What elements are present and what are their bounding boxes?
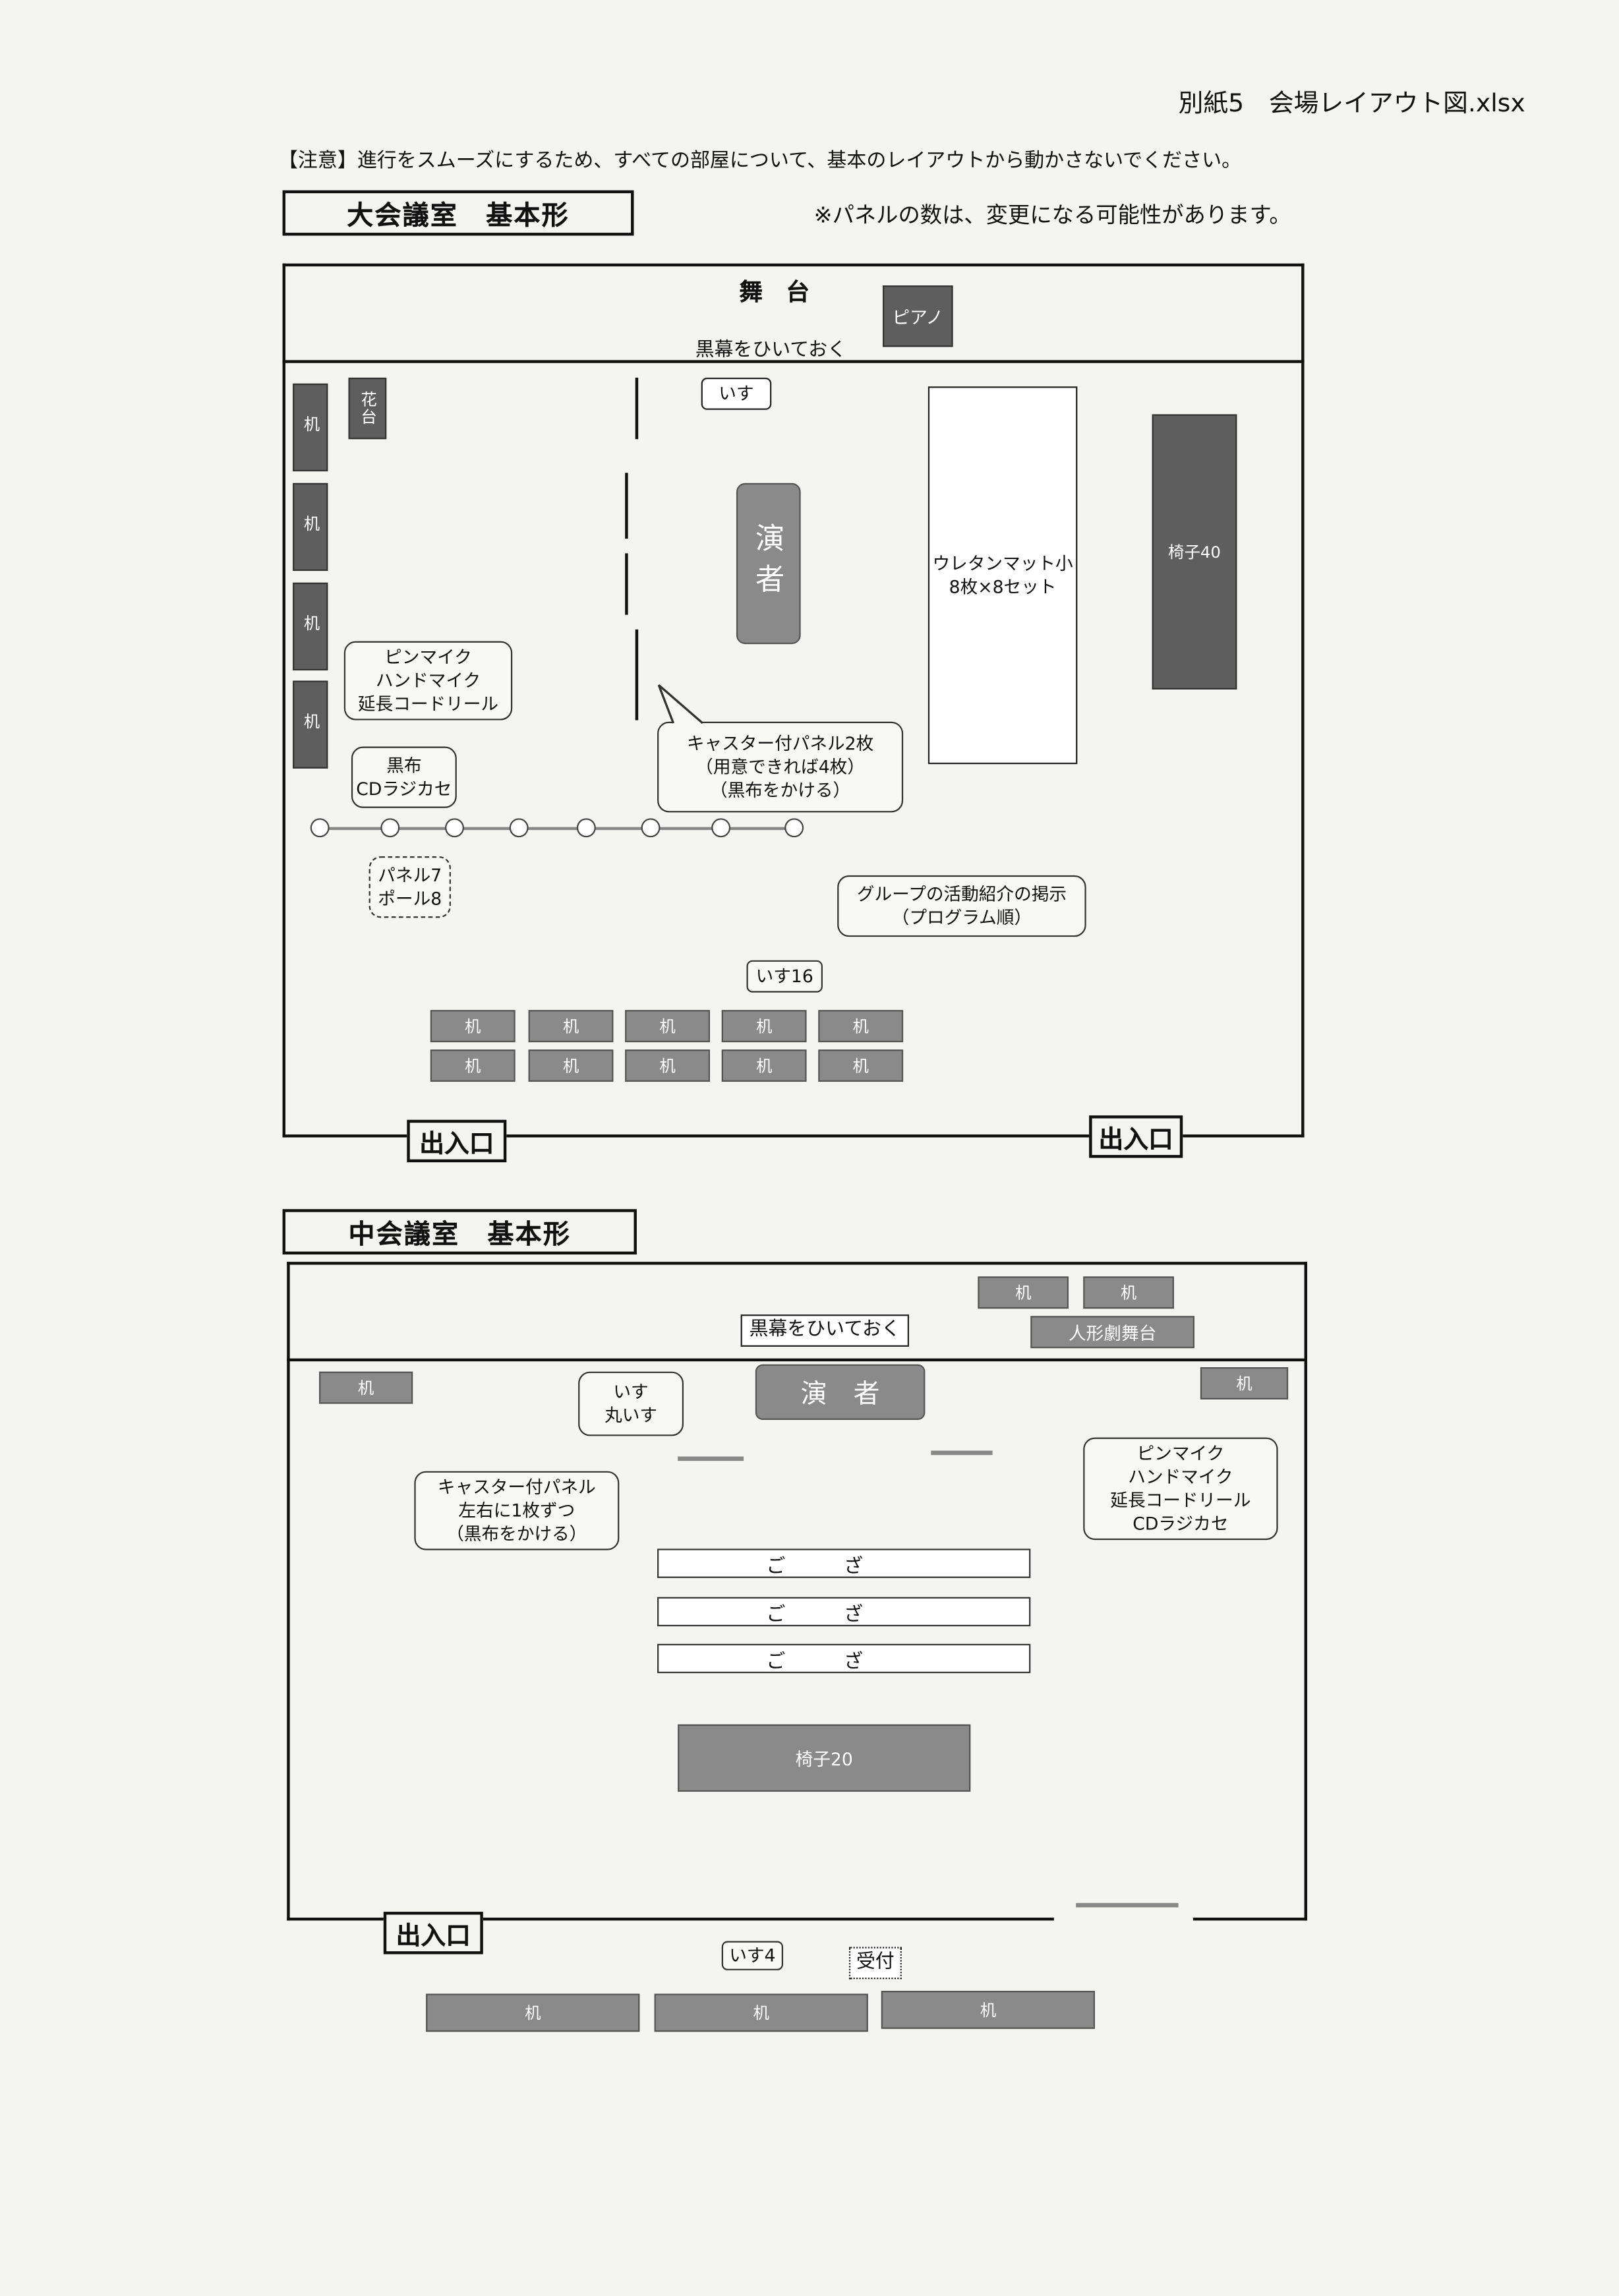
pole (576, 818, 596, 838)
performer-area: 演 者 (755, 1364, 926, 1420)
caster-panel-callout: キャスター付パネル 左右に1枚ずつ （黒布をかける） (414, 1471, 620, 1550)
chair-box: いす (701, 377, 772, 410)
desk: 机 (430, 1049, 515, 1082)
curtain-label: 黒幕をひいておく (740, 1314, 909, 1347)
panel-line (931, 1450, 993, 1456)
wall (287, 1917, 384, 1921)
stage-label: 舞 台 (739, 278, 810, 307)
panel-line (678, 1456, 744, 1461)
piano: ピアノ (883, 285, 953, 347)
wall (1183, 1134, 1305, 1138)
entrance-left: 出入口 (407, 1119, 507, 1163)
entrance: 出入口 (383, 1912, 483, 1955)
desk: 机 (1200, 1367, 1289, 1399)
chairs-40: 椅子40 (1152, 414, 1237, 690)
desk: 机 (721, 1010, 807, 1043)
chairs-callout: いす 丸いす (578, 1371, 684, 1436)
mat: ござ (657, 1643, 1031, 1674)
panel-line (635, 629, 639, 721)
entrance-right: 出入口 (1089, 1115, 1183, 1158)
pole (641, 818, 661, 838)
curtain-label: 黒幕をひいておく (695, 339, 847, 362)
wall (1192, 1917, 1307, 1921)
pole (711, 818, 731, 838)
mat: ござ (657, 1548, 1031, 1578)
chairs-4-callout: いす4 (721, 1941, 784, 1970)
urethane-mat: ウレタンマット小 8枚×8セット (927, 386, 1078, 765)
wall (282, 1134, 407, 1138)
pole (310, 818, 330, 838)
flower-stand: 花台 (348, 377, 387, 440)
pole-callout: パネル7 ポール8 (368, 856, 451, 918)
desk: 机 (721, 1049, 807, 1082)
mat: ござ (657, 1597, 1031, 1627)
callout-pointers (657, 684, 703, 724)
desk: 机 (293, 680, 328, 769)
desk: 机 (881, 1991, 1096, 2029)
medium-room-title: 中会議室 基本形 (282, 1209, 637, 1255)
performer-area: 演者 (736, 483, 801, 645)
desk: 机 (426, 1993, 640, 2032)
medium-room (287, 1262, 1307, 1921)
stage-edge (287, 1358, 1307, 1362)
reception: 受付 (848, 1947, 902, 1980)
desk: 机 (293, 582, 328, 671)
notice-text: 【注意】進行をスムーズにするため、すべての部屋について、基本のレイアウトから動か… (278, 149, 1242, 173)
desk: 机 (430, 1010, 515, 1043)
panel-line (625, 553, 628, 615)
desk: 机 (293, 483, 328, 572)
pole (509, 818, 529, 838)
wall (483, 1917, 1054, 1921)
desk: 机 (654, 1993, 868, 2032)
desk: 机 (528, 1010, 614, 1043)
large-room-title: 大会議室 基本形 (282, 190, 634, 236)
desk: 机 (319, 1371, 413, 1404)
desk: 机 (293, 383, 328, 472)
file-label: 別紙5 会場レイアウト図.xlsx (1178, 89, 1525, 119)
group-display-callout: グループの活動紹介の掲示 （プログラム順） (837, 875, 1086, 937)
pole (445, 818, 464, 838)
panel-line (625, 473, 628, 539)
desk: 机 (818, 1049, 904, 1082)
mic-callout: ピンマイク ハンドマイク 延長コードリール CDラジカセ (1083, 1437, 1278, 1541)
pole (784, 818, 804, 838)
desk: 机 (625, 1049, 710, 1082)
desk: 机 (1083, 1276, 1174, 1309)
caster-panel-callout: キャスター付パネル2枚 （用意できれば4枚） （黒布をかける） (657, 721, 904, 813)
desk: 机 (978, 1276, 1069, 1309)
wall (506, 1134, 1090, 1138)
desk: 机 (818, 1010, 904, 1043)
panel-line (635, 377, 639, 440)
pole (380, 818, 400, 838)
chairs-20: 椅子20 (678, 1724, 971, 1792)
puppet-stage: 人形劇舞台 (1030, 1316, 1195, 1349)
panel-note: ※パネルの数は、変更になる可能性があります。 (813, 202, 1291, 229)
desk: 机 (528, 1049, 614, 1082)
mic-callout: ピンマイク ハンドマイク 延長コードリール (343, 641, 513, 721)
panel-line (1076, 1902, 1179, 1908)
pole-line (319, 827, 794, 831)
stage-edge (282, 360, 1305, 363)
chairs-16-callout: いす16 (746, 960, 823, 993)
cloth-callout: 黒布 CDラジカセ (351, 746, 457, 808)
large-room (282, 263, 1305, 1138)
desk: 机 (625, 1010, 710, 1043)
